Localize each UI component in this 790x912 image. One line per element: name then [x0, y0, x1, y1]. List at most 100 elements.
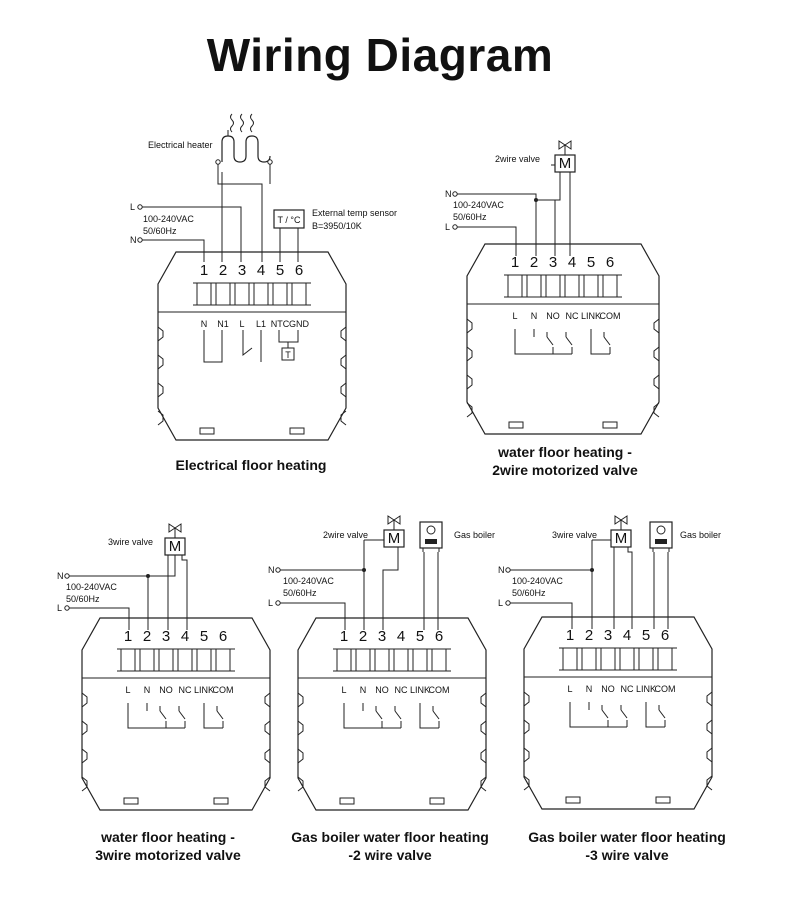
thermostat-body — [157, 251, 347, 441]
valve-terminal-label: NO — [601, 684, 615, 694]
valve-terminal-label: L — [341, 685, 346, 695]
heat-wave-icon — [250, 113, 254, 133]
side-notch — [653, 374, 660, 390]
side-notch — [264, 748, 271, 764]
side-notch — [466, 374, 473, 390]
line-wire — [280, 602, 346, 630]
neutral-supply-terminal — [137, 237, 143, 243]
internal-wire — [569, 702, 627, 728]
motor-label: M — [559, 155, 572, 172]
caption-gas-2wire: Gas boiler water floor heating -2 wire v… — [291, 829, 489, 863]
electrical-terminal-label: GND — [289, 319, 310, 329]
terminal-block — [139, 648, 155, 672]
heater-terminal — [215, 159, 221, 165]
temp-sensor-label: T / °C — [278, 215, 301, 225]
terminal-block — [291, 282, 307, 306]
terminal-number: 4 — [181, 628, 189, 645]
com-contact — [216, 710, 224, 720]
neutral-wire — [142, 239, 205, 262]
side-notch — [81, 692, 88, 708]
line-supply-terminal — [64, 605, 70, 611]
valve-terminal-label: L — [512, 311, 517, 321]
valve-terminal-label: NC — [179, 685, 192, 695]
neutral-label: N — [130, 235, 137, 245]
terminal-block — [374, 648, 390, 672]
terminal-block — [336, 648, 352, 672]
side-notch — [466, 402, 473, 418]
valve-wire — [627, 547, 633, 629]
voltage-label: 100-240VAC — [453, 200, 504, 210]
thermostat-body — [297, 617, 487, 811]
bottom-clip — [655, 796, 671, 804]
side-notch — [466, 346, 473, 362]
side-notch — [706, 747, 713, 763]
internal-wire — [278, 330, 299, 343]
terminal-number: 3 — [378, 628, 386, 645]
gas-boiler-label: Gas boiler — [680, 530, 721, 540]
caption-gas-3wire: Gas boiler water floor heating -3 wire v… — [528, 829, 726, 863]
terminal-number: 2 — [219, 262, 227, 279]
side-notch — [523, 747, 530, 763]
side-notch — [340, 410, 347, 426]
valve-label: 3wire valve — [108, 537, 153, 547]
line-label: L — [268, 598, 273, 608]
terminal-number: 1 — [511, 254, 519, 271]
page-title: Wiring Diagram — [206, 29, 554, 81]
motor-box — [383, 529, 405, 548]
side-notch — [466, 318, 473, 334]
neutral-supply-terminal — [64, 573, 70, 579]
valve-terminal-label: COM — [600, 311, 621, 321]
ntc-sensor-box — [281, 347, 295, 361]
neutral-supply-terminal — [505, 567, 511, 573]
caption-electrical-floor-heating: Electrical floor heating — [175, 457, 327, 473]
motor-label: M — [615, 530, 628, 547]
terminal-number: 5 — [642, 627, 650, 644]
side-notch — [81, 748, 88, 764]
voltage-label: 100-240VAC — [66, 582, 117, 592]
side-notch — [480, 720, 487, 736]
side-notch — [81, 720, 88, 736]
valve-terminal-label: L — [567, 684, 572, 694]
line-supply-terminal — [452, 224, 458, 230]
valve-terminal-label: NO — [375, 685, 389, 695]
line-supply-terminal — [137, 204, 143, 210]
terminal-block — [158, 648, 174, 672]
electrical-heater-label: Electrical heater — [148, 140, 213, 150]
valve-wire — [148, 555, 176, 577]
bottom-clip — [602, 421, 618, 429]
terminal-number: 1 — [200, 262, 208, 279]
electrical-terminal-label: N1 — [217, 319, 229, 329]
no-contact — [546, 336, 554, 346]
side-notch — [157, 326, 164, 342]
valve-wire — [554, 172, 561, 256]
terminal-block — [120, 648, 136, 672]
no-contact — [601, 709, 609, 719]
side-notch — [157, 382, 164, 398]
valve-terminal-label: COM — [213, 685, 234, 695]
electrical-terminal-label: N — [201, 319, 208, 329]
terminal-block — [355, 648, 371, 672]
side-notch — [157, 354, 164, 370]
valve-label: 2wire valve — [323, 530, 368, 540]
side-notch — [297, 692, 304, 708]
caption-water-2wire: water floor heating - 2wire motorized va… — [492, 444, 638, 478]
side-notch — [480, 748, 487, 764]
bottom-clip — [565, 796, 581, 804]
terminal-number: 3 — [238, 262, 246, 279]
valve-terminal-label: NO — [546, 311, 560, 321]
side-notch — [264, 692, 271, 708]
valve-terminal-label: N — [360, 685, 367, 695]
line-wire — [142, 206, 242, 262]
thermostat-body — [466, 243, 660, 435]
terminal-block — [602, 274, 618, 298]
terminal-number: 6 — [295, 262, 303, 279]
terminal-number: 1 — [566, 627, 574, 644]
heat-wave-icon — [230, 113, 234, 133]
neutral-supply-terminal — [275, 567, 281, 573]
terminal-number: 3 — [162, 628, 170, 645]
valve-symbol — [558, 140, 572, 150]
com-contact — [658, 709, 666, 719]
